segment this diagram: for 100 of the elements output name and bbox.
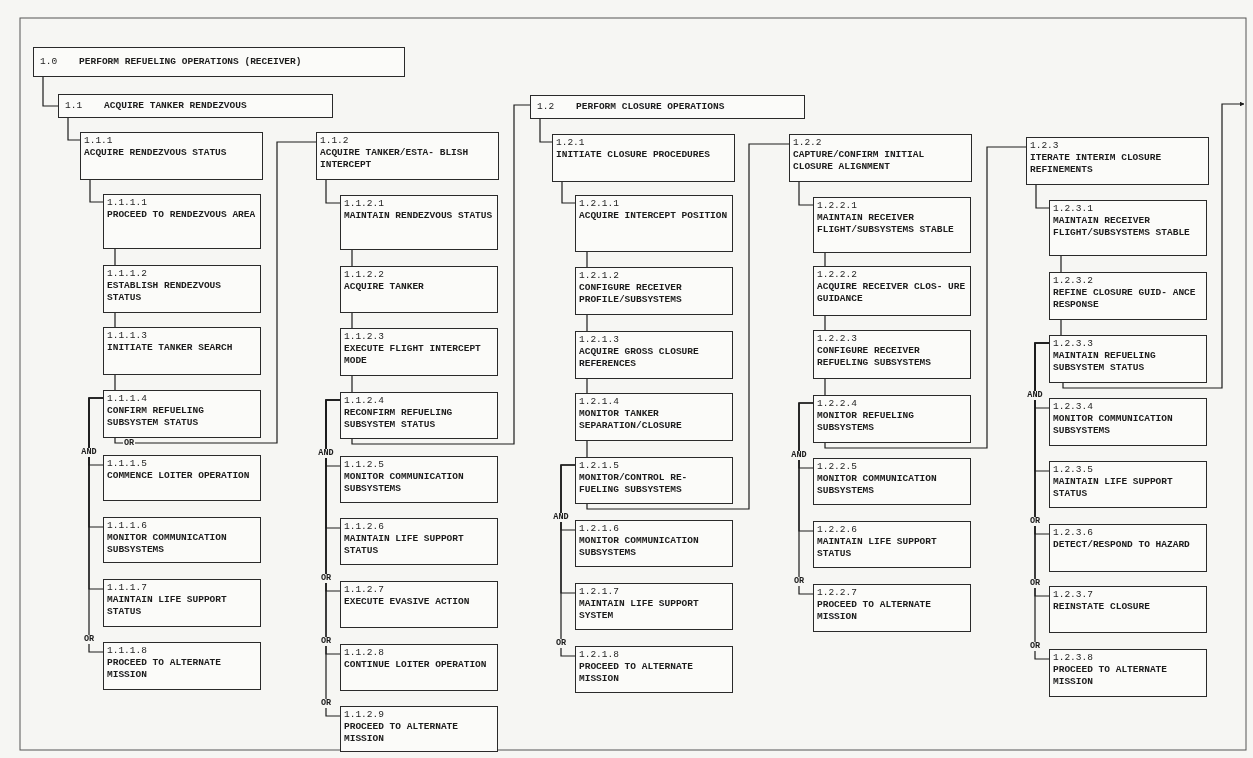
task-title: MAINTAIN LIFE SUPPORT STATUS — [344, 533, 465, 557]
connector-line — [67, 117, 81, 141]
logic-label: OR — [1028, 516, 1042, 526]
task-number: 1.2.3.5 — [1053, 464, 1094, 476]
connector-line — [89, 179, 104, 203]
task-number: 1.2.1.5 — [579, 460, 620, 472]
connector-line — [1060, 319, 1062, 336]
task-title: PROCEED TO ALTERNATE MISSION — [817, 599, 933, 623]
logic-label: OR — [554, 638, 568, 648]
task-box — [813, 197, 971, 253]
task-box — [340, 328, 498, 376]
task-number: 1.1.2.1 — [344, 198, 385, 210]
connector-line — [325, 399, 341, 717]
task-box — [1049, 272, 1207, 320]
task-box — [813, 266, 971, 316]
task-number: 1.1.1.5 — [107, 458, 148, 470]
logic-label: OR — [792, 576, 806, 586]
task-box — [575, 457, 733, 504]
task-box — [575, 393, 733, 441]
connector-line — [114, 374, 116, 391]
task-number: 1.1.1.8 — [107, 645, 148, 657]
task-title: INITIATE TANKER SEARCH — [107, 342, 234, 354]
task-number: 1.1.2.8 — [344, 647, 385, 659]
connector-line — [1035, 184, 1050, 209]
task-number: 1.2.1.2 — [579, 270, 620, 282]
task-number: 1.2.1.3 — [579, 334, 620, 346]
task-number: 1.2.3.6 — [1053, 527, 1094, 539]
task-title: PROCEED TO ALTERNATE MISSION — [1053, 664, 1169, 688]
task-title: ACQUIRE GROSS CLOSURE REFERENCES — [579, 346, 700, 370]
task-box — [340, 266, 498, 313]
logic-label: OR — [319, 698, 333, 708]
task-box — [103, 194, 261, 249]
task-number: 1.2.2.1 — [817, 200, 858, 212]
task-number: 1.2.1 — [556, 137, 586, 149]
task-title: PROCEED TO ALTERNATE MISSION — [107, 657, 223, 681]
task-number: 1.2.2.2 — [817, 269, 858, 281]
task-title: EXECUTE FLIGHT INTERCEPT MODE — [344, 343, 482, 367]
task-box — [1049, 649, 1207, 697]
task-box — [103, 455, 261, 501]
task-box — [1049, 398, 1207, 446]
task-title: MAINTAIN LIFE SUPPORT STATUS — [817, 536, 938, 560]
task-number: 1.1.1.1 — [107, 197, 148, 209]
task-title: MAINTAIN LIFE SUPPORT STATUS — [107, 594, 228, 618]
task-box — [103, 265, 261, 313]
task-number: 1.2.3 — [1030, 140, 1060, 152]
connector-line — [539, 118, 553, 143]
logic-label: AND — [552, 512, 570, 522]
task-title: PROCEED TO ALTERNATE MISSION — [579, 661, 695, 685]
task-number: 1.2.2.5 — [817, 461, 858, 473]
connector-line — [586, 440, 588, 458]
task-number: 1.2.1.1 — [579, 198, 620, 210]
task-number: 1.2.3.7 — [1053, 589, 1094, 601]
task-number: 1.1.1.3 — [107, 330, 148, 342]
connector-line — [798, 181, 814, 206]
task-number: 1.2.1.6 — [579, 523, 620, 535]
logic-label: OR — [82, 634, 96, 644]
task-box — [1049, 200, 1207, 256]
task-box — [789, 134, 972, 182]
task-number: 1.2.2 — [793, 137, 823, 149]
logic-label: OR — [122, 438, 136, 448]
task-title: REINSTATE CLOSURE — [1053, 601, 1151, 613]
task-box — [103, 579, 261, 627]
task-box — [33, 47, 405, 77]
connector-line — [824, 252, 826, 267]
task-box — [340, 581, 498, 628]
task-title: ITERATE INTERIM CLOSURE REFINEMENTS — [1030, 152, 1163, 176]
task-box — [340, 195, 498, 250]
task-box — [813, 521, 971, 568]
connector-line — [586, 143, 790, 510]
task-box — [575, 267, 733, 315]
task-title: PROCEED TO ALTERNATE MISSION — [344, 721, 460, 745]
task-number: 1.0 — [40, 56, 58, 68]
task-number: 1.2.2.3 — [817, 333, 858, 345]
task-box — [340, 392, 498, 439]
task-title: MONITOR COMMUNICATION SUBSYSTEMS — [107, 532, 228, 556]
task-number: 1.2.1.8 — [579, 649, 620, 661]
task-title: PERFORM REFUELING OPERATIONS (RECEIVER) — [79, 56, 302, 68]
task-number: 1.2.3.8 — [1053, 652, 1094, 664]
logic-label: OR — [319, 573, 333, 583]
connector-line — [586, 251, 588, 268]
task-number: 1.1.2.2 — [344, 269, 385, 281]
connector-line — [1060, 255, 1062, 273]
task-number: 1.1.2.9 — [344, 709, 385, 721]
task-title: MONITOR COMMUNICATION SUBSYSTEMS — [1053, 413, 1174, 437]
task-title: CONFIGURE RECEIVER REFUELING SUBSYSTEMS — [817, 345, 933, 369]
task-box — [813, 458, 971, 505]
connector-line — [351, 104, 531, 445]
connector-line — [351, 312, 353, 329]
task-title: ACQUIRE RENDEZVOUS STATUS — [84, 147, 228, 159]
task-box — [813, 395, 971, 443]
task-title: MAINTAIN LIFE SUPPORT STATUS — [1053, 476, 1174, 500]
task-number: 1.2.3.3 — [1053, 338, 1094, 350]
task-title: MONITOR TANKER SEPARATION/CLOSURE — [579, 408, 683, 432]
task-title: ACQUIRE RECEIVER CLOS- URE GUIDANCE — [817, 281, 967, 305]
task-title: ACQUIRE TANKER/ESTA- BLISH INTERCEPT — [320, 147, 470, 171]
logic-label: AND — [790, 450, 808, 460]
connector-line — [824, 146, 1027, 449]
connector-line — [798, 402, 814, 595]
task-box — [575, 583, 733, 630]
task-title: COMMENCE LOITER OPERATION — [107, 470, 251, 482]
